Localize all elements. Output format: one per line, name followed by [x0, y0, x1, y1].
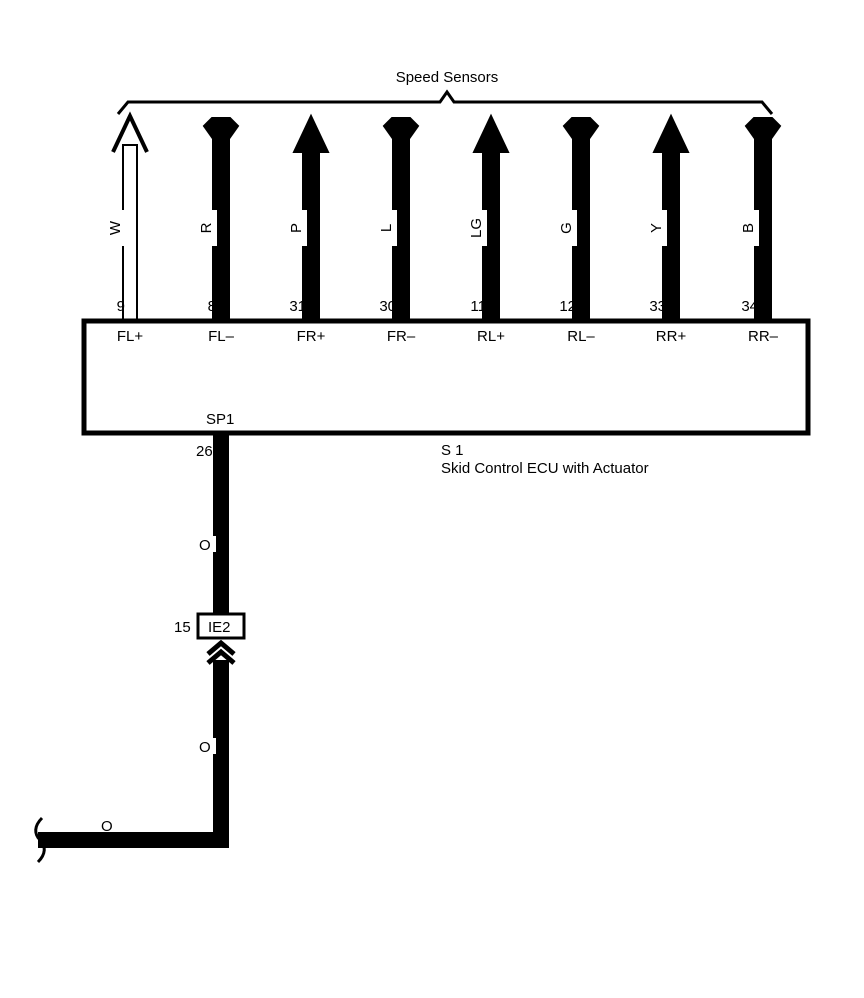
- pin-number-fr-minus: 30: [379, 298, 396, 315]
- connector-ie2-box: [196, 612, 246, 640]
- wire-color-gap-rl-plus: [465, 210, 487, 246]
- connector-chevron-lower: [206, 648, 236, 665]
- wire-color-gap-fr-minus: [375, 210, 397, 246]
- pin-number-rl-minus: 12: [559, 298, 576, 315]
- wire-color-horizontal: O: [101, 818, 113, 835]
- wire-color-rl-minus: G: [558, 222, 575, 234]
- connector-pin-number: 15: [174, 619, 191, 636]
- wire-color-upper: O: [199, 537, 211, 554]
- wire-color-fr-minus: L: [378, 224, 395, 232]
- speed-sensors-brace: [116, 89, 774, 115]
- arrow-down-fl-minus: [202, 117, 240, 152]
- arrow-up-rl-plus: [472, 113, 510, 153]
- terminal-label-fl-plus: FL+: [117, 328, 144, 345]
- arrow-down-fr-minus: [382, 117, 420, 152]
- terminal-label-rr-plus: RR+: [656, 328, 687, 345]
- terminal-label-rl-minus: RL–: [567, 328, 595, 345]
- pin-number-rl-plus: 11: [470, 298, 486, 315]
- wire-color-gap-fl-minus: [195, 210, 217, 246]
- pin-number-fl-minus: 8: [208, 298, 216, 315]
- pin-number-rr-minus: 34: [741, 298, 758, 315]
- arrow-up-rr-plus: [652, 113, 690, 153]
- wire-fl-minus: [212, 130, 230, 321]
- terminal-label-fr-plus: FR+: [297, 328, 326, 345]
- sensor-wires: W R P L LG G Y B: [104, 111, 782, 322]
- ecu-name: Skid Control ECU with Actuator: [441, 460, 649, 477]
- speed-sensors-label: Speed Sensors: [396, 69, 499, 86]
- wire-color-gap-rr-minus: [737, 210, 759, 246]
- pin-number-fr-plus: 31: [289, 298, 306, 315]
- wire-connector-to-ground: [38, 660, 229, 848]
- wire-rl-plus: [482, 138, 500, 321]
- wire-fr-plus: [302, 138, 320, 321]
- arrow-down-rl-minus: [562, 117, 600, 152]
- wire-color-fl-plus: W: [107, 220, 124, 235]
- wire-rr-plus: [662, 138, 680, 321]
- arrow-up-fr-plus: [292, 113, 330, 153]
- wire-color-rr-plus: Y: [648, 223, 665, 233]
- connector-code: IE2: [208, 619, 231, 636]
- wire-color-rr-minus: B: [740, 223, 757, 233]
- wire-fr-minus: [392, 130, 410, 321]
- terminal-label-rl-plus: RL+: [477, 328, 505, 345]
- terminal-label-fr-minus: FR–: [387, 328, 416, 345]
- wire-color-gap-fl-plus: [104, 210, 126, 246]
- terminal-label-fl-minus: FL–: [208, 328, 235, 345]
- terminal-label-rr-minus: RR–: [748, 328, 779, 345]
- ecu-code: S 1: [441, 442, 464, 459]
- wire-rr-minus: [754, 130, 772, 321]
- arrow-up-fl-plus: [111, 111, 149, 153]
- wire-color-fl-minus: R: [198, 222, 215, 233]
- pin-number-fl-plus: 9: [117, 298, 125, 315]
- arrow-down-rr-minus: [744, 117, 782, 152]
- wire-color-gap-rl-minus: [555, 210, 577, 246]
- wire-color-gap-fr-plus: [285, 210, 307, 246]
- wire-color-gap-rr-plus: [645, 210, 667, 246]
- wire-color-lower: O: [199, 739, 211, 756]
- wire-color-gap-1: [196, 536, 216, 552]
- pin-number-rr-plus: 33: [649, 298, 666, 315]
- connector-chevron-upper: [206, 639, 236, 656]
- sp1-pin-number: 26: [196, 443, 213, 460]
- ecu-box: [81, 318, 811, 436]
- wire-rl-minus: [572, 130, 590, 321]
- wire-color-rl-plus: LG: [468, 218, 485, 238]
- wire-color-fr-plus: P: [288, 223, 305, 233]
- wire-break-mark: [34, 816, 46, 864]
- wire-color-gap-2: [196, 738, 216, 754]
- sp1-terminal-label: SP1: [206, 411, 234, 428]
